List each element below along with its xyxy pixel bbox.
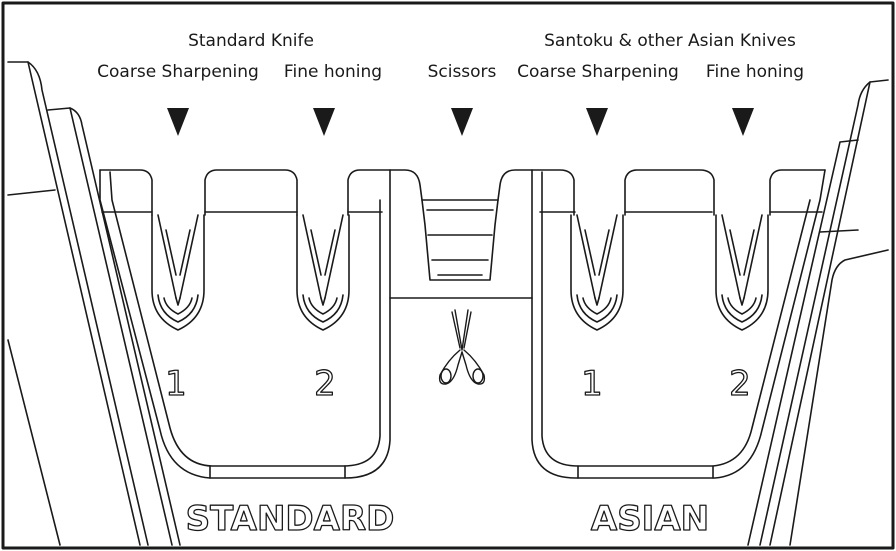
down-triangle-icon bbox=[313, 108, 335, 136]
down-triangle-icon bbox=[167, 108, 189, 136]
slot-number: 1 bbox=[165, 364, 187, 404]
slot-number: 1 bbox=[581, 364, 603, 404]
down-triangle-icon bbox=[732, 108, 754, 136]
asian-basin bbox=[531, 169, 826, 479]
sharpening-notch bbox=[296, 214, 350, 331]
standard-basin bbox=[99, 169, 391, 479]
slot-label-standard-coarse: Coarse Sharpening bbox=[97, 62, 259, 82]
right-housing bbox=[747, 79, 889, 546]
left-housing bbox=[7, 61, 181, 546]
top-rails bbox=[99, 169, 826, 216]
scissors-icon bbox=[438, 309, 486, 385]
slot-label-standard-fine: Fine honing bbox=[283, 62, 383, 82]
slot-number: 2 bbox=[314, 364, 336, 404]
standard-knife-heading: Standard Knife bbox=[188, 31, 314, 51]
sharpening-notch bbox=[570, 214, 624, 331]
slot-label-scissors: Scissors bbox=[427, 62, 497, 82]
sharpening-notch bbox=[151, 214, 205, 331]
slot-number: 2 bbox=[729, 364, 751, 404]
down-triangle-icon bbox=[451, 108, 473, 136]
down-triangle-icon bbox=[586, 108, 608, 136]
slot-label-asian-coarse: Coarse Sharpening bbox=[517, 62, 679, 82]
arrow-group bbox=[167, 108, 754, 136]
sharpening-notch bbox=[715, 214, 769, 331]
scissors-slot bbox=[389, 169, 533, 299]
section-name-asian: ASIAN bbox=[591, 499, 709, 539]
notch-group bbox=[151, 214, 769, 331]
slot-label-asian-fine: Fine honing bbox=[705, 62, 805, 82]
section-name-standard: STANDARD bbox=[186, 499, 395, 539]
asian-knife-heading: Santoku & other Asian Knives bbox=[544, 31, 796, 51]
